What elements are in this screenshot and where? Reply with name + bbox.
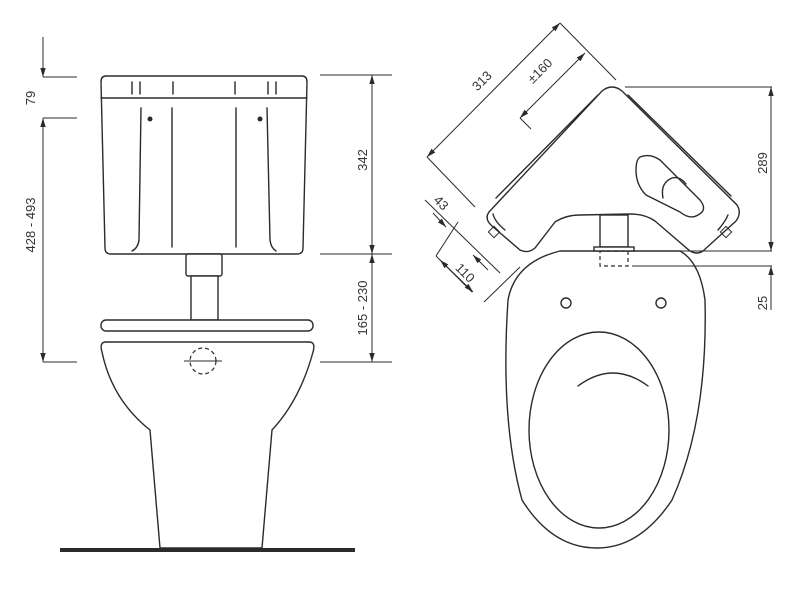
flush-pipe	[185, 253, 223, 321]
hinge-hole	[560, 297, 572, 309]
pipe-top	[599, 214, 629, 248]
pipe-hidden	[599, 250, 629, 267]
cistern-tank	[100, 75, 308, 255]
dim-428-493: 428 - 493	[23, 198, 38, 253]
bowl-inner	[528, 331, 670, 529]
flush-button	[635, 154, 705, 218]
dim-160: ±160	[524, 55, 555, 86]
top-view: 313 ±160 43 110 289 25	[424, 22, 774, 549]
screw-dot	[147, 116, 153, 122]
top-dimensions	[424, 22, 774, 310]
right-dimensions	[320, 74, 392, 363]
left-dimensions	[40, 37, 77, 363]
seat-side	[100, 319, 314, 332]
hinge-hole	[655, 297, 667, 309]
dim-25: 25	[755, 296, 770, 310]
screw-dot	[257, 116, 263, 122]
dim-165-230: 165 - 230	[355, 281, 370, 336]
dim-289: 289	[755, 152, 770, 174]
dim-43: 43	[431, 192, 452, 213]
dim-342: 342	[355, 149, 370, 171]
corner-tank-top	[486, 86, 740, 254]
side-view: 79 428 - 493 342 165 - 230	[23, 37, 392, 552]
dim-110: 110	[453, 260, 478, 285]
dim-313: 313	[469, 68, 495, 94]
dim-79: 79	[23, 91, 38, 105]
bowl-arc	[577, 372, 649, 387]
bowl-top	[505, 250, 706, 549]
